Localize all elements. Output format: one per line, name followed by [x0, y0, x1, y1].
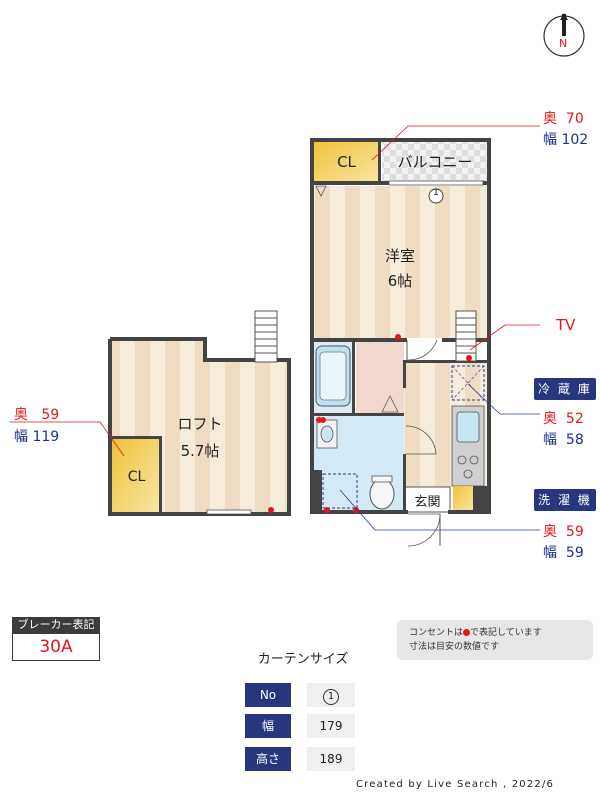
ladder-loft	[254, 310, 278, 363]
window-marker	[428, 188, 444, 204]
outlet-markers	[316, 334, 472, 513]
fridge-width: 幅 58	[543, 432, 584, 448]
curtain-number-badge: 1	[323, 689, 339, 705]
curtain-head-no: No	[245, 683, 291, 707]
loft-size: 5.7帖	[180, 442, 220, 460]
closet-top-label: CL	[337, 153, 356, 171]
breaker-value: 30A	[12, 633, 100, 661]
tv-label: TV	[556, 316, 576, 334]
balcony-label: バルコニー	[397, 153, 473, 171]
balcony	[382, 141, 488, 181]
breaker-title: ブレーカー表記	[12, 617, 100, 633]
washer-width: 幅 59	[543, 545, 584, 561]
leader-lines	[10, 125, 540, 531]
outlet-legend-icon	[463, 629, 471, 636]
loft-name: ロフト	[177, 415, 223, 433]
entrance	[404, 486, 451, 513]
closet-loft-label: CL	[127, 469, 146, 485]
fridge-depth: 奥 52	[543, 411, 584, 427]
curtain-val-height: 189	[307, 747, 355, 771]
compass-icon	[543, 13, 585, 57]
fridge-tag: 冷 蔵 庫	[534, 378, 596, 400]
compass-label: N	[559, 37, 568, 50]
curtain-val-no: 1	[307, 683, 355, 707]
legend-note: コンセントはで表記しています 寸法は目安の数値です	[397, 620, 593, 660]
curtain-head-width: 幅	[245, 714, 291, 738]
washer-depth: 奥 59	[543, 524, 584, 540]
note-line-2: 寸法は目安の数値です	[409, 642, 500, 652]
upper-unit	[310, 138, 491, 547]
entrance-label: 玄関	[414, 495, 441, 510]
closet-loft-width: 幅 119	[14, 429, 60, 445]
curtain-title: カーテンサイズ	[257, 652, 349, 667]
closet-top-width: 幅 102	[543, 132, 589, 148]
curtain-head-height: 高さ	[245, 747, 291, 771]
curtain-val-width: 179	[307, 714, 355, 738]
closet-top	[313, 141, 380, 184]
ladder-upper	[455, 310, 477, 362]
window-number: 1	[433, 188, 439, 198]
credit-text: Created by Live Search , 2022/6	[356, 779, 555, 790]
closet-top-depth: 奥 70	[543, 111, 584, 127]
bedroom-size: 6帖	[387, 272, 413, 290]
closet-loft-depth: 奥 59	[14, 407, 60, 423]
bedroom-name: 洋室	[384, 247, 415, 265]
washer-tag: 洗 濯 機	[534, 489, 596, 511]
note-line-1: コンセントはで表記しています	[409, 628, 542, 638]
